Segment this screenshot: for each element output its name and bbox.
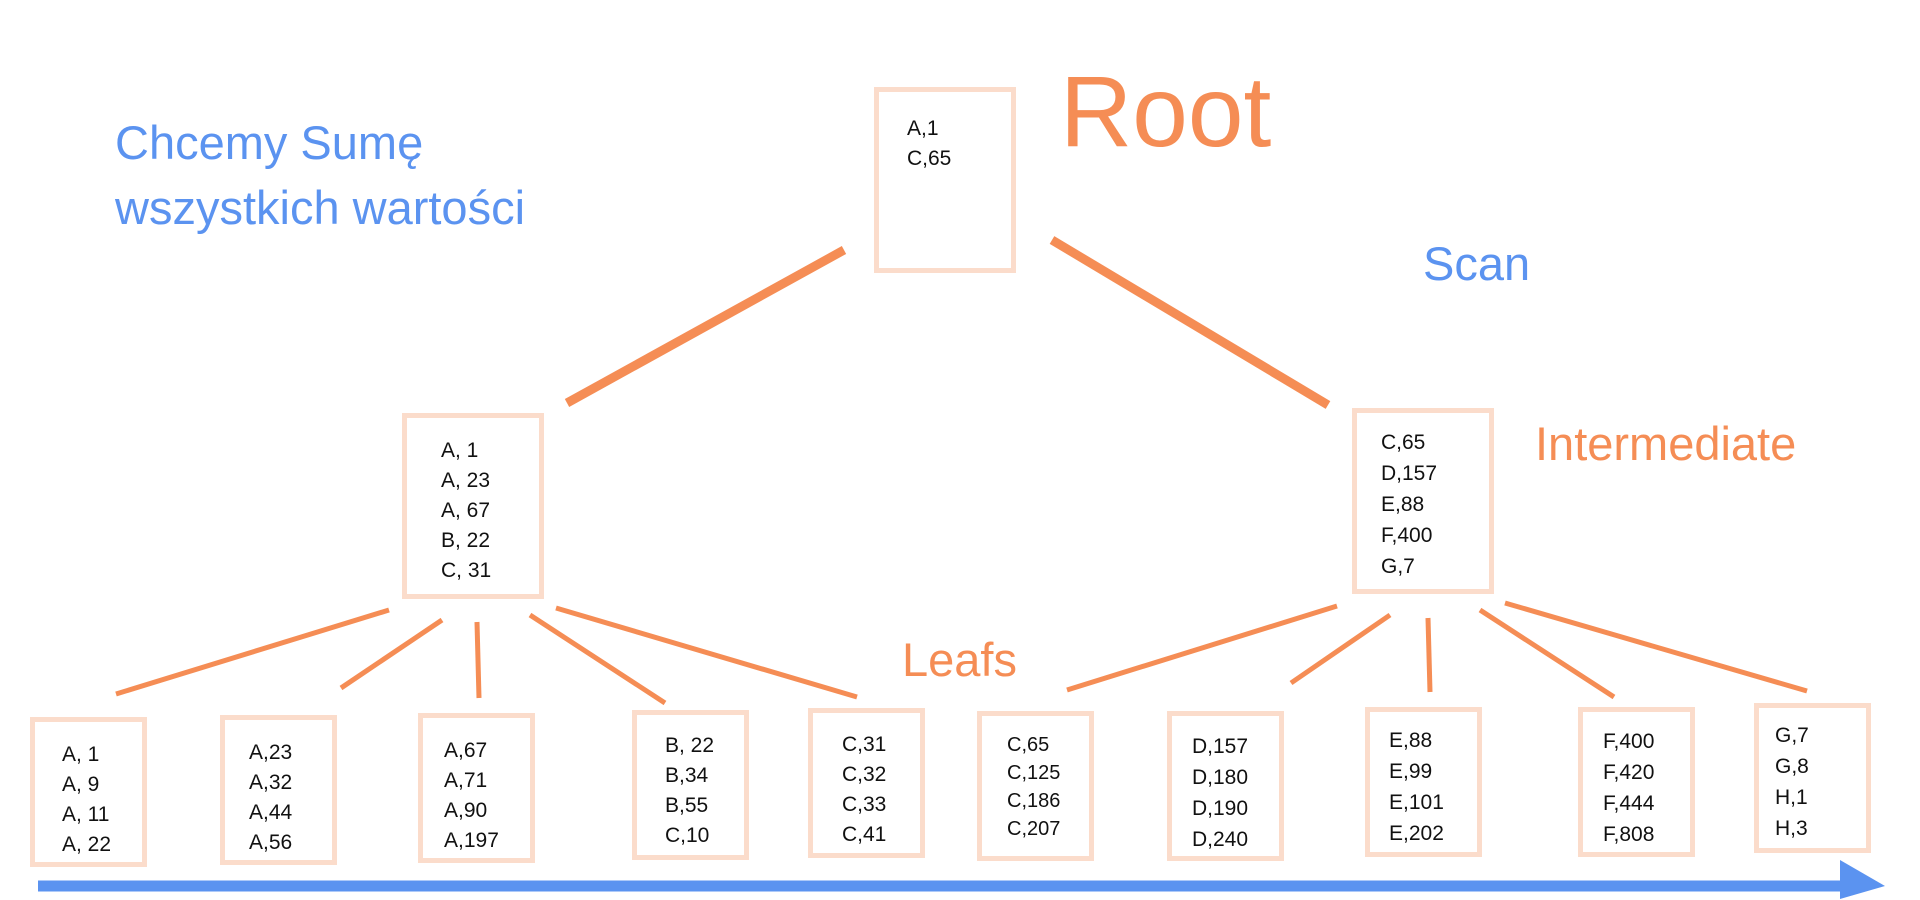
leaf-entry: D,240 bbox=[1192, 828, 1249, 851]
leaf-entry: C,10 bbox=[665, 824, 710, 847]
intermediate-entry: G,7 bbox=[1381, 555, 1415, 578]
leaf-entry-list: B, 22 B,34 B,55 C,10 bbox=[665, 731, 744, 851]
leaf-entry: H,1 bbox=[1775, 786, 1808, 809]
leaf-entry: F,420 bbox=[1603, 761, 1655, 784]
intermediate-entry: C, 31 bbox=[441, 559, 492, 582]
leaf-entry: H,3 bbox=[1775, 817, 1808, 840]
leaf-entry-list: C,65 C,125 C,186 C,207 bbox=[1007, 731, 1089, 843]
scan-arrow-head bbox=[1840, 860, 1885, 899]
leaf-entry: A,71 bbox=[444, 769, 488, 792]
leaf-entry: C,32 bbox=[842, 763, 887, 786]
root-title: Root bbox=[1060, 56, 1272, 168]
leaf-entry-list: A,23 A,32 A,44 A,56 bbox=[249, 738, 332, 858]
leaf-entry: D,180 bbox=[1192, 766, 1249, 789]
intermediate-label: Intermediate bbox=[1535, 417, 1797, 470]
leaf-entry-list: A,67 A,71 A,90 A,197 bbox=[444, 736, 530, 856]
leaf-node-7: D,157 D,180 D,190 D,240 bbox=[1167, 711, 1284, 861]
leaf-entry-list: F,400 F,420 F,444 F,808 bbox=[1603, 726, 1690, 850]
leaf-entry: D,190 bbox=[1192, 797, 1249, 820]
connector-left-to-leaf-3 bbox=[474, 621, 482, 699]
leaf-entry: C,207 bbox=[1007, 818, 1061, 840]
intermediate-right-entry-list: C,65 D,157 E,88 F,400 G,7 bbox=[1381, 427, 1489, 582]
leaf-entry: F,444 bbox=[1603, 792, 1655, 815]
intermediate-entry: E,88 bbox=[1381, 493, 1425, 516]
leaf-node-3: A,67 A,71 A,90 A,197 bbox=[418, 713, 535, 863]
connector-right-to-leaf-9 bbox=[1478, 607, 1616, 700]
root-to-right-connector bbox=[1049, 236, 1331, 409]
intermediate-entry: A, 67 bbox=[441, 499, 491, 522]
root-node: A,1 C,65 bbox=[874, 87, 1016, 273]
leaf-entry: A, 11 bbox=[62, 803, 110, 826]
leaf-entry: B,55 bbox=[665, 794, 709, 817]
leaf-entry: A, 1 bbox=[62, 743, 100, 766]
leaf-entry-list: E,88 E,99 E,101 E,202 bbox=[1389, 725, 1477, 849]
leaf-entry: A,44 bbox=[249, 801, 293, 824]
leaf-entry: F,808 bbox=[1603, 823, 1655, 846]
leaf-entry-list: A, 1 A, 9 A, 11 A, 22 bbox=[62, 740, 142, 860]
connector-right-to-leaf-7 bbox=[1289, 612, 1392, 686]
connector-left-to-leaf-4 bbox=[528, 612, 667, 706]
leaf-node-4: B, 22 B,34 B,55 C,10 bbox=[632, 710, 749, 860]
leaf-entry: A,90 bbox=[444, 799, 488, 822]
leaf-entry: E,101 bbox=[1389, 791, 1444, 814]
leafs-label: Leafs bbox=[902, 633, 1017, 686]
leaf-entry: C,65 bbox=[1007, 734, 1050, 756]
root-entry-list: A,1 C,65 bbox=[907, 114, 1011, 174]
leaf-entry: G,7 bbox=[1775, 724, 1809, 747]
leaf-entry: E,99 bbox=[1389, 760, 1433, 783]
leaf-entry-list: G,7 G,8 H,1 H,3 bbox=[1775, 720, 1866, 844]
leaf-node-8: E,88 E,99 E,101 E,202 bbox=[1365, 707, 1482, 857]
leaf-entry: G,8 bbox=[1775, 755, 1809, 778]
intermediate-node-right: C,65 D,157 E,88 F,400 G,7 bbox=[1352, 408, 1494, 594]
leaf-entry: E,88 bbox=[1389, 729, 1433, 752]
root-to-left-connector bbox=[564, 246, 847, 407]
intermediate-entry: F,400 bbox=[1381, 524, 1433, 547]
root-entry: C,65 bbox=[907, 147, 952, 170]
leaf-entry: C,125 bbox=[1007, 762, 1061, 784]
leaf-entry: B, 22 bbox=[665, 734, 715, 757]
leaf-entry: E,202 bbox=[1389, 822, 1444, 845]
leaf-entry: C,31 bbox=[842, 733, 887, 756]
leaf-entry: F,400 bbox=[1603, 730, 1655, 753]
scan-label: Scan bbox=[1423, 237, 1531, 290]
connector-left-to-leaf-5 bbox=[555, 605, 858, 700]
connector-left-to-leaf-1 bbox=[115, 607, 390, 697]
question-text: Chcemy Sumę wszystkich wartości bbox=[115, 111, 525, 241]
root-entry: A,1 bbox=[907, 117, 939, 140]
leaf-node-2: A,23 A,32 A,44 A,56 bbox=[220, 715, 337, 865]
leaf-node-1: A, 1 A, 9 A, 11 A, 22 bbox=[30, 717, 147, 867]
leaf-entry: C,186 bbox=[1007, 790, 1061, 812]
leaf-entry: A,56 bbox=[249, 831, 293, 854]
intermediate-left-entry-list: A, 1 A, 23 A, 67 B, 22 C, 31 bbox=[441, 436, 539, 586]
intermediate-node-left: A, 1 A, 23 A, 67 B, 22 C, 31 bbox=[402, 413, 544, 599]
leaf-entry: D,157 bbox=[1192, 735, 1249, 758]
leaf-node-5: C,31 C,32 C,33 C,41 bbox=[808, 708, 925, 858]
leaf-entry: C,33 bbox=[842, 793, 887, 816]
intermediate-entry: A, 23 bbox=[441, 469, 491, 492]
leaf-entry: C,41 bbox=[842, 823, 887, 846]
intermediate-entry: A, 1 bbox=[441, 439, 479, 462]
connector-right-to-leaf-6 bbox=[1066, 603, 1338, 693]
intermediate-entry: B, 22 bbox=[441, 529, 491, 552]
leaf-node-9: F,400 F,420 F,444 F,808 bbox=[1578, 707, 1695, 857]
leaf-entry: A,32 bbox=[249, 771, 293, 794]
leaf-entry-list: D,157 D,180 D,190 D,240 bbox=[1192, 731, 1279, 855]
leaf-entry: A, 22 bbox=[62, 833, 112, 856]
connector-left-to-leaf-2 bbox=[339, 617, 444, 691]
leaf-entry: A,197 bbox=[444, 829, 499, 852]
leaf-entry: B,34 bbox=[665, 764, 709, 787]
leaf-node-6: C,65 C,125 C,186 C,207 bbox=[977, 711, 1094, 861]
question-line-1: Chcemy Sumę bbox=[115, 116, 424, 169]
connector-right-to-leaf-10 bbox=[1504, 600, 1808, 694]
leaf-entry: A, 9 bbox=[62, 773, 100, 796]
leaf-entry: A,23 bbox=[249, 741, 293, 764]
leaf-node-10: G,7 G,8 H,1 H,3 bbox=[1754, 703, 1871, 853]
intermediate-entry: D,157 bbox=[1381, 462, 1438, 485]
leaf-entry: A,67 bbox=[444, 739, 488, 762]
connector-right-to-leaf-8 bbox=[1425, 617, 1433, 693]
leaf-entry-list: C,31 C,32 C,33 C,41 bbox=[842, 730, 920, 850]
intermediate-entry: C,65 bbox=[1381, 431, 1426, 454]
question-line-2: wszystkich wartości bbox=[115, 180, 526, 234]
